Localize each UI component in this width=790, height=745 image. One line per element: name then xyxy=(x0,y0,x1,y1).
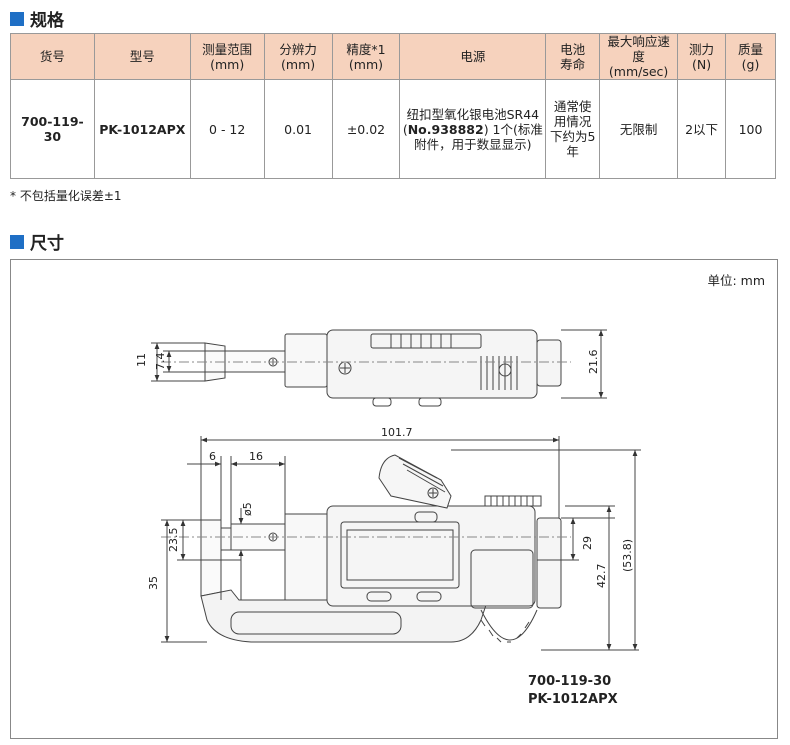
col-header: 电池寿命 xyxy=(545,33,601,80)
col-header: 型号 xyxy=(93,33,191,80)
table-row: 700-119-30 PK-1012APX 0 - 12 0.01 ±0.02 … xyxy=(10,79,776,179)
dim-35: 35 xyxy=(147,576,160,590)
col-header: 测力(N) xyxy=(677,33,726,80)
dimension-section-title: 尺寸 xyxy=(10,229,64,254)
dim-23-5: 23.5 xyxy=(167,528,180,553)
header-response: 最大响应速度(mm/sec) xyxy=(607,34,670,79)
dim-11: 11 xyxy=(135,353,148,367)
col-header: 质量(g) xyxy=(725,33,776,80)
top-view-outline xyxy=(161,329,571,407)
cell-power: 纽扣型氧化银电池SR44 (No.938882) 1个(标准附件，用于数显显示) xyxy=(399,79,547,179)
cell-code: 700-119-30 xyxy=(10,79,95,179)
col-header: 测量范围(mm) xyxy=(189,33,265,80)
col-header: 最大响应速度(mm/sec) xyxy=(599,33,679,80)
cell-battery-life: 通常使用情况下约为5年 xyxy=(545,79,601,179)
dim-7-4: 7.4 xyxy=(154,353,167,371)
header-battery: 电池寿命 xyxy=(560,41,586,72)
cell-model: PK-1012APX xyxy=(93,79,191,179)
col-header: 分辨力(mm) xyxy=(263,33,333,80)
front-view-outline xyxy=(161,454,571,643)
dim-16: 16 xyxy=(249,450,263,463)
dim-phi5: ø5 xyxy=(241,502,254,516)
dim-53-8: (53.8) xyxy=(621,539,634,572)
col-header: 精度*1(mm) xyxy=(331,33,401,80)
micrometer-drawing: 11 7.4 21.6 101.7 6 16 ø5 35 23.5 29 42.… xyxy=(135,329,641,651)
table-header-row: 货号 型号 测量范围(mm) 分辨力(mm) 精度*1(mm) 电源 电池寿命 … xyxy=(10,33,776,80)
dim-21-6: 21.6 xyxy=(587,350,600,375)
spec-title-text: 规格 xyxy=(30,11,64,31)
power-text-pre: 纽扣型氧化银电池SR44 ( xyxy=(402,106,540,137)
dimension-title-text: 尺寸 xyxy=(30,234,64,254)
drawing-model-code: 700-119-30 xyxy=(528,674,612,689)
section-marker-icon xyxy=(10,11,24,26)
header-force: 测力(N) xyxy=(689,41,715,72)
header-resolution: 分辨力(mm) xyxy=(279,41,317,72)
header-range: 测量范围(mm) xyxy=(202,41,253,72)
spec-section-title: 规格 xyxy=(10,6,64,31)
dim-29: 29 xyxy=(581,536,594,550)
power-part-number: No.938882 xyxy=(407,121,484,137)
power-text-post: ) 1个(标准附件，用于数显显示) xyxy=(414,121,543,152)
cell-response: 无限制 xyxy=(599,79,679,179)
top-view-dimensions xyxy=(151,329,607,399)
dim-6: 6 xyxy=(209,450,216,463)
unit-label: 单位: mm xyxy=(707,273,765,288)
header-accuracy: 精度*1(mm) xyxy=(346,41,386,72)
cell-resolution: 0.01 xyxy=(263,79,333,179)
dim-101-7: 101.7 xyxy=(381,426,413,439)
spec-table: 货号 型号 测量范围(mm) 分辨力(mm) 精度*1(mm) 电源 电池寿命 … xyxy=(10,33,776,179)
col-header: 货号 xyxy=(10,33,95,80)
header-model: 型号 xyxy=(129,49,155,64)
cell-range: 0 - 12 xyxy=(189,79,265,179)
dimension-drawing-panel: 单位: mm xyxy=(10,259,778,739)
col-header: 电源 xyxy=(399,33,547,80)
cell-force: 2以下 xyxy=(677,79,726,179)
drawing-model-name: PK-1012APX xyxy=(528,692,618,707)
cell-accuracy: ±0.02 xyxy=(331,79,401,179)
front-view-dimensions xyxy=(161,436,641,651)
section-marker-icon xyxy=(10,234,24,249)
table-footnote: * 不包括量化误差±1 xyxy=(10,189,122,203)
header-power: 电源 xyxy=(460,49,486,64)
cell-mass: 100 xyxy=(725,79,776,179)
header-mass: 质量(g) xyxy=(737,41,763,72)
header-code: 货号 xyxy=(39,49,65,64)
dim-42-7: 42.7 xyxy=(595,564,608,589)
